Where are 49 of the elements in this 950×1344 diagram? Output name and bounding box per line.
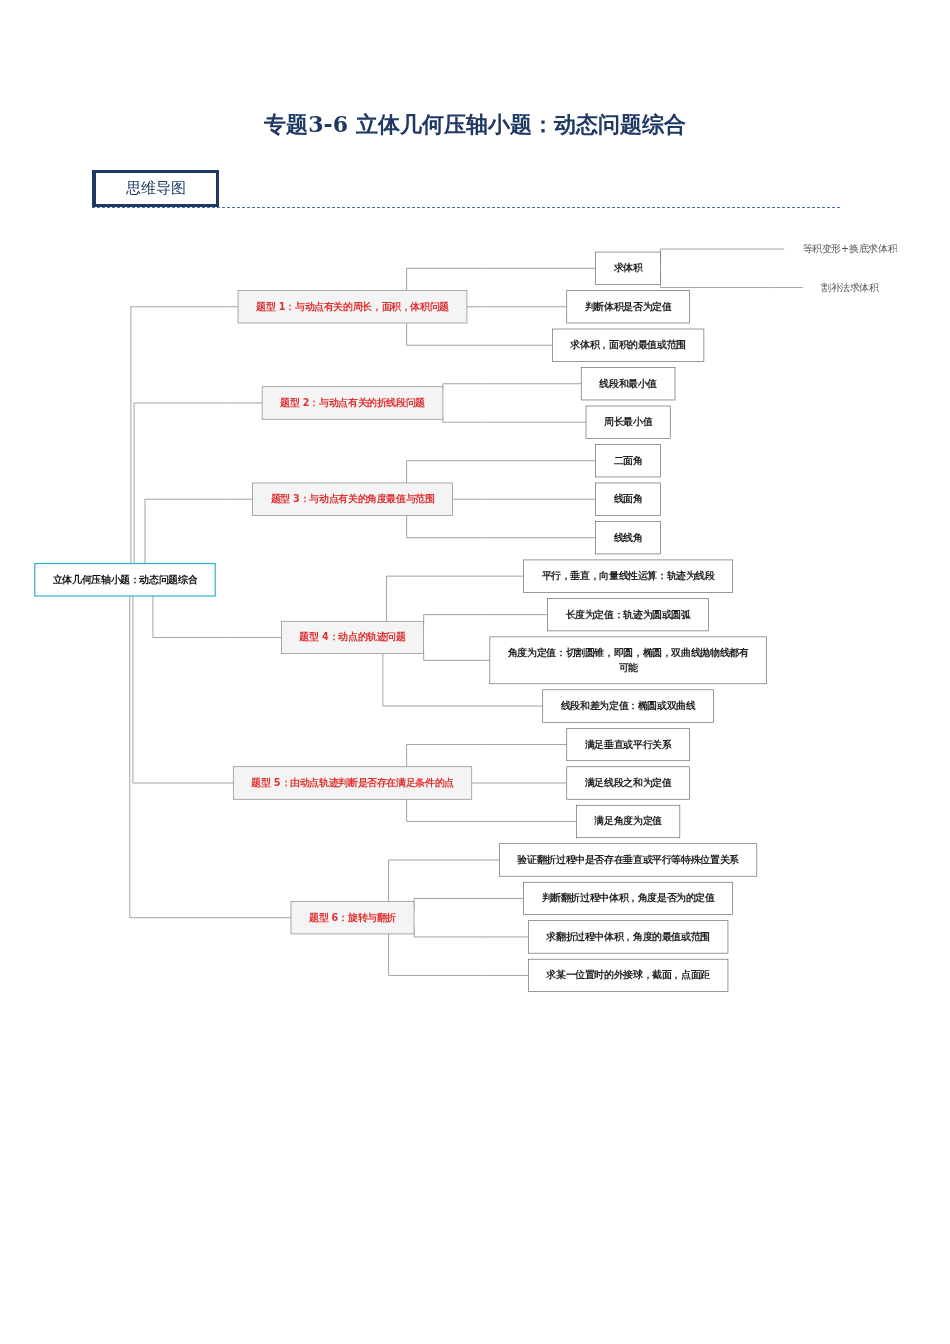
connector: [388, 933, 529, 976]
connector: [406, 322, 553, 346]
node-box: 满足角度为定值: [576, 804, 681, 838]
node-box: 判断体积是否为定值: [566, 290, 690, 324]
node-box: 角度为定值：切割圆锥，即圆，椭圆，双曲线抛物线都有可能: [489, 636, 767, 685]
node-text: 割补法求体积: [820, 281, 879, 293]
connector: [406, 268, 596, 291]
section-tab: 思维导图: [92, 170, 219, 207]
node-box: 立体几何压轴小题：动态问题综合: [34, 562, 216, 597]
node-box: 线面角: [595, 482, 661, 516]
node-box: 判断翻折过程中体积，角度是否为的定值: [523, 881, 734, 915]
node-box: 题型 2：与动点有关的折线段问题: [261, 386, 444, 420]
node-box: 满足垂直或平行关系: [566, 728, 690, 762]
node-box: 题型 5：由动点轨迹判断是否存在满足条件的点: [232, 766, 473, 800]
connector: [471, 782, 568, 784]
connector: [129, 595, 292, 918]
connector: [406, 460, 596, 484]
connector: [388, 859, 500, 902]
node-box: 求体积: [595, 251, 661, 285]
node-box: 长度为定值：轨迹为圆或圆弧: [547, 598, 709, 632]
connector: [406, 744, 568, 768]
node-box: 题型 3：与动点有关的角度最值与范围: [252, 482, 453, 516]
node-text: 等积变形+换底求体积: [802, 243, 898, 255]
node-box: 求体积，面积的最值或范围: [552, 328, 705, 362]
node-box: 题型 4：动点的轨迹问题: [281, 620, 424, 654]
node-box: 满足线段之和为定值: [566, 766, 690, 800]
title: 专题3-6 立体几何压轴小题：动态问题综合: [263, 110, 687, 139]
node-box: 线线角: [595, 521, 661, 555]
connector: [152, 595, 282, 638]
connector: [144, 498, 253, 564]
connector: [466, 306, 568, 308]
connector: [406, 798, 577, 822]
connector: [132, 595, 234, 784]
node-box: 求翻折过程中体积，角度的最值或范围: [528, 920, 729, 954]
node-box: 周长最小值: [585, 405, 671, 439]
node-box: 线段和最小值: [580, 367, 676, 401]
node-box: 平行，垂直，向量线性运算：轨迹为线段: [523, 559, 734, 593]
node-box: 题型 6：旋转与翻折: [290, 901, 415, 935]
node-box: 线段和差为定值：椭圆或双曲线: [542, 689, 714, 723]
node-box: 求某一位置时的外接球，截面，点面距: [528, 958, 729, 992]
connector: [386, 575, 524, 622]
node-box: 验证翻折过程中是否存在垂直或平行等特殊位置关系: [499, 843, 758, 877]
connector: [130, 306, 239, 564]
connector: [382, 653, 544, 707]
connector: [452, 498, 596, 500]
node-box: 题型 1：与动点有关的周长，面积，体积问题: [237, 290, 468, 324]
connector: [133, 402, 263, 564]
node-box: 二面角: [595, 444, 661, 478]
connector: [406, 515, 596, 538]
